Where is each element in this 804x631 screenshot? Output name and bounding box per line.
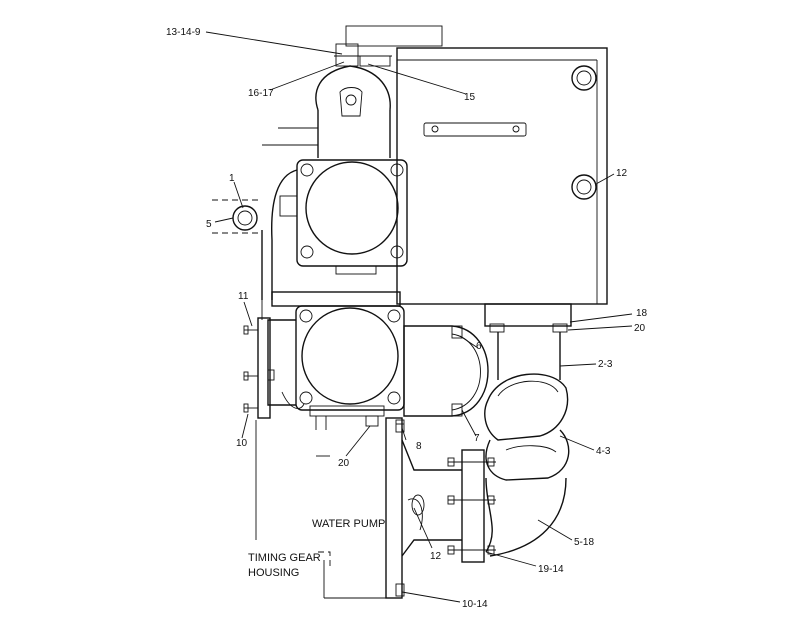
callout-10-14: 10-14 [462,599,488,610]
part-labels: WATER PUMP TIMING GEAR HOUSING [248,518,385,579]
callout-12-bottom: 12 [430,551,442,562]
top-elbow [262,43,392,158]
outlet-elbow [484,332,570,557]
half-round-bracket [403,325,489,417]
pipe-flange [447,449,496,563]
left-cover-plate [243,317,275,419]
upper-flange [261,159,408,300]
callout-2-3: 2-3 [598,359,613,370]
callout-16-17: 16-17 [248,88,274,99]
callout-10-left: 10 [236,438,248,449]
callout-18: 18 [636,308,648,319]
callout-6: 6 [476,341,482,352]
callout-5-18: 5-18 [574,537,594,548]
timing-gear-housing-label-line1: TIMING GEAR [248,552,321,564]
timing-gear-housing-label-line2: HOUSING [248,567,299,579]
callout-15: 15 [464,92,476,103]
timing-gear-housing-outline [255,300,386,599]
callout-13-14-9: 13-14-9 [166,27,201,38]
callout-20-right: 20 [634,323,646,334]
callout-8: 8 [416,441,422,452]
callout-5-left: 5 [206,219,212,230]
callout-labels: 13-14-9 16-17 15 1 5 12 11 10 18 20 6 2-… [166,27,648,610]
callout-1: 1 [229,173,235,184]
water-pump-label: WATER PUMP [312,518,385,530]
side-plug [212,199,262,234]
callout-19-14: 19-14 [538,564,564,575]
regulator-housing [345,25,608,333]
leader-lines [205,31,633,603]
callout-7: 7 [474,433,480,444]
lower-flange [267,291,405,430]
callout-12-top: 12 [616,168,628,179]
callout-11: 11 [238,291,249,302]
water-pump-body [365,415,462,599]
callout-4-3: 4-3 [596,446,611,457]
callout-20-bottom: 20 [338,458,350,469]
